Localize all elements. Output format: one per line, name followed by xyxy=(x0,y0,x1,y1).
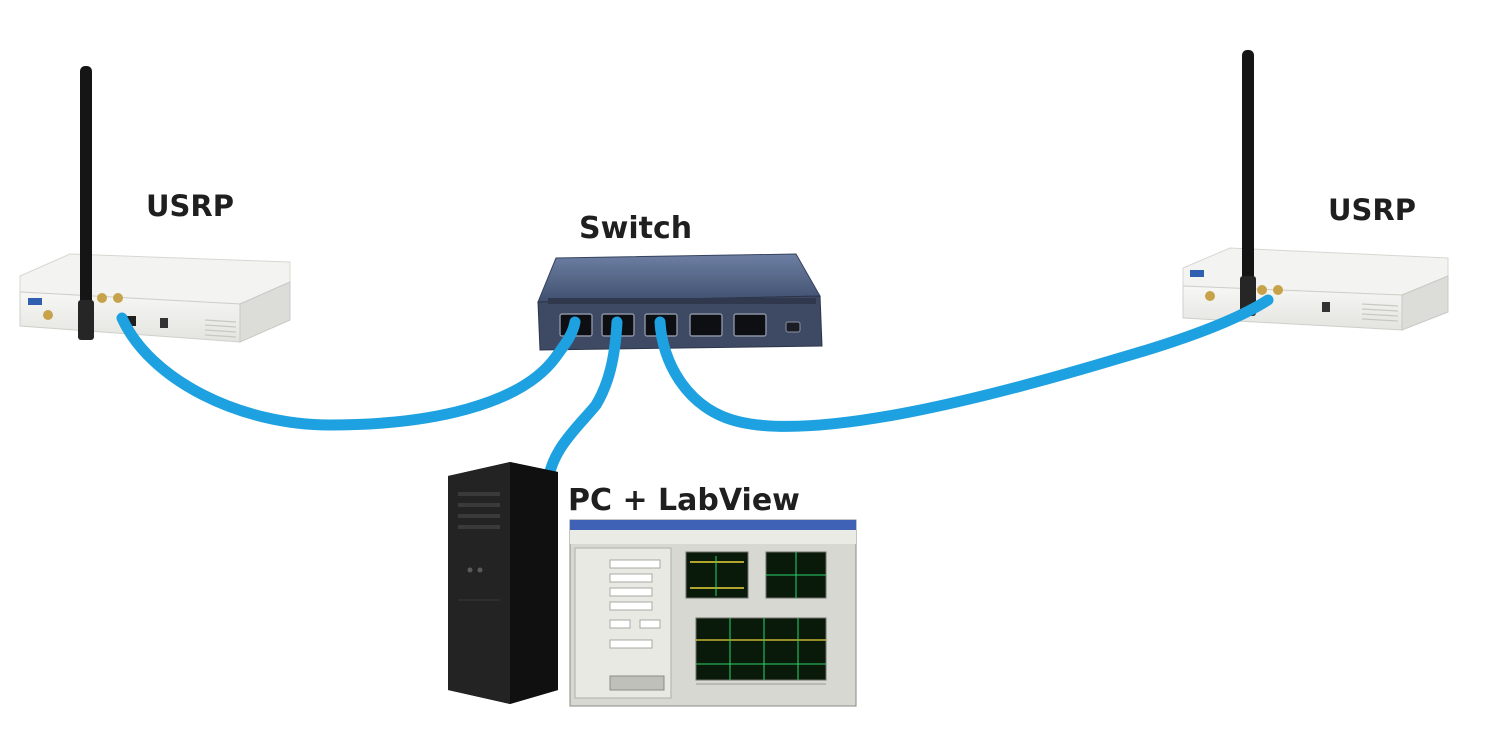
cable-switch-to-pc xyxy=(542,316,623,490)
ethernet-cables xyxy=(116,294,1274,490)
usrp-left-label: USRP xyxy=(146,189,235,223)
application-window-icon xyxy=(569,519,857,707)
usrp-right-label: USRP xyxy=(1328,193,1417,227)
usrp-device-left xyxy=(19,253,291,343)
cable-switch-to-right-usrp xyxy=(654,294,1274,432)
ni-logo-right xyxy=(1190,270,1204,277)
antenna-icon xyxy=(1240,50,1256,316)
switch-label: Switch xyxy=(579,211,693,246)
ni-logo-left xyxy=(28,298,42,305)
desktop-tower-icon xyxy=(448,462,558,704)
pc-labview-label: PC + LabView xyxy=(568,483,800,518)
antenna-icon xyxy=(78,66,94,340)
network-switch xyxy=(537,253,823,351)
cable-left-usrp-to-switch xyxy=(116,312,581,431)
